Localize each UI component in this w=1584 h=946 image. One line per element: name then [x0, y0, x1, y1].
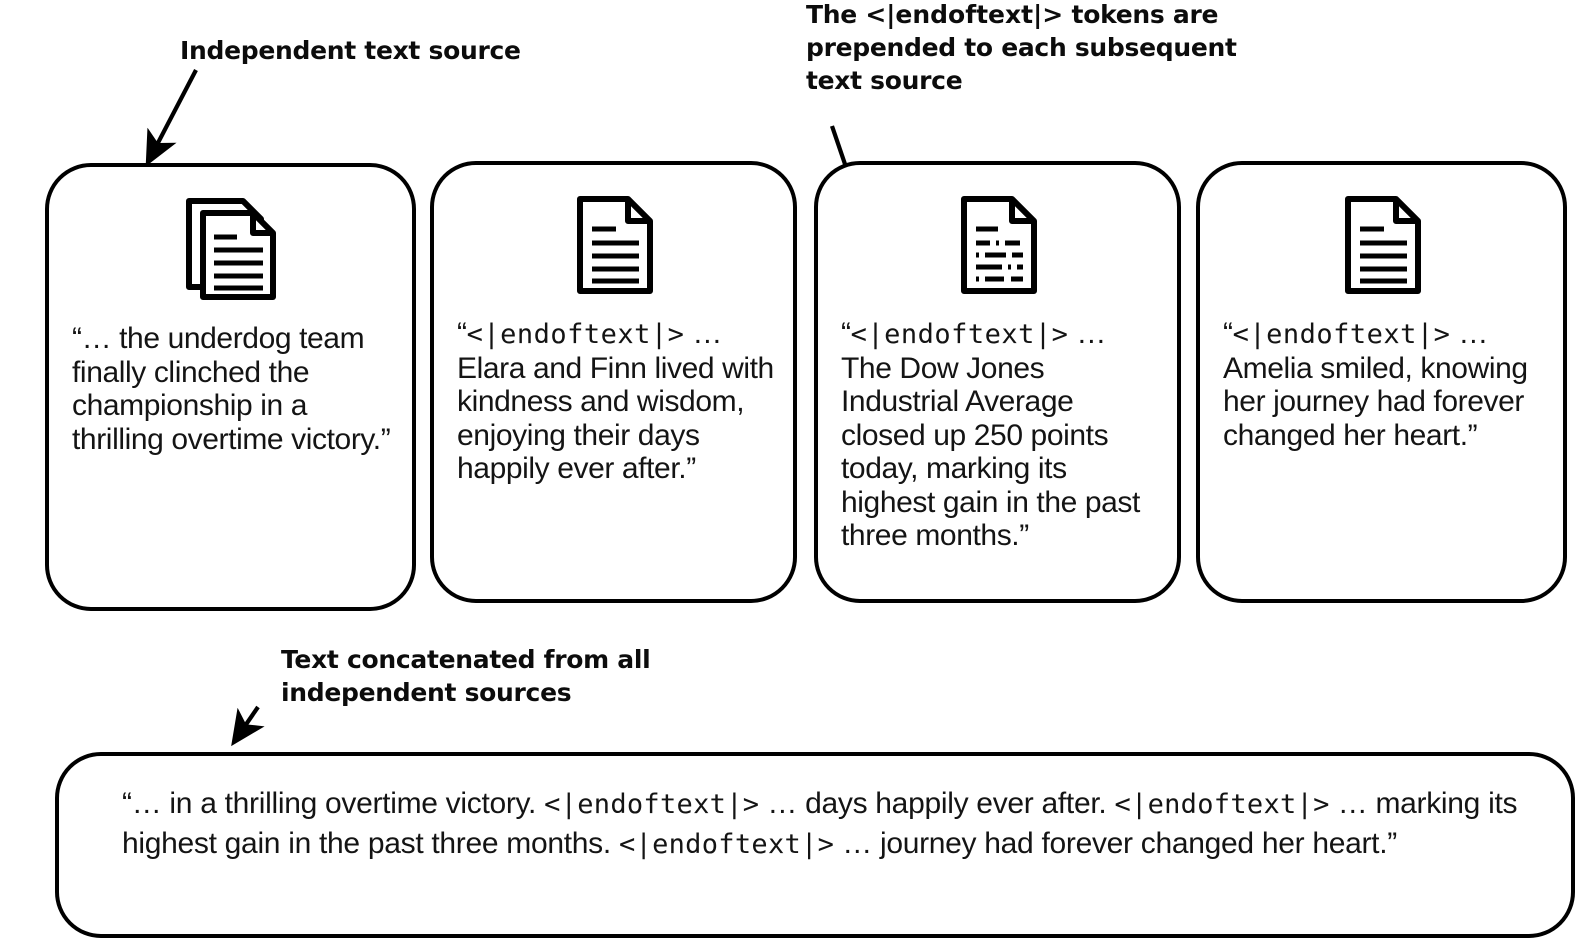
concatenated-text-segment: … journey had forever changed her heart.… [834, 827, 1397, 860]
endoftext-token: <|endoftext|> [1114, 789, 1330, 820]
card-body-text: … Elara and Finn lived with kindness and… [457, 317, 782, 485]
text-source-card[interactable]: “<|endoftext|> … The Dow Jones Industria… [814, 161, 1181, 603]
card-body-text: … Amelia smiled, knowing her journey had… [1223, 317, 1536, 452]
card-quote-open: “ [1223, 317, 1233, 350]
label-independent-text-source: Independent text source [180, 36, 521, 65]
concatenated-text-segment: … marking its highest gain in the past t… [122, 787, 1518, 860]
card-icon-wrap [49, 197, 412, 301]
label-eot-note-prefix: The [806, 0, 866, 29]
text-source-card[interactable]: “<|endoftext|> … Amelia smiled, knowing … [1196, 161, 1567, 603]
card-text: “<|endoftext|> … Elara and Finn lived wi… [457, 317, 779, 486]
document-list-icon [960, 196, 1037, 294]
concatenated-text-box[interactable]: “… in a thrilling overtime victory. <|en… [55, 752, 1575, 938]
card-quote-open: “ [457, 317, 467, 350]
label-eot-note-token: <|endoftext|> [865, 0, 1064, 29]
label-eot-note: The <|endoftext|> tokens are prepended t… [806, 0, 1266, 97]
card-text: “<|endoftext|> … Amelia smiled, knowing … [1223, 317, 1549, 452]
label-eot-note-suffix: tokens are prepended to each subsequent … [806, 0, 1246, 95]
card-icon-wrap [818, 193, 1177, 297]
concatenated-text-segment: “… in a thrilling overtime victory. [122, 787, 545, 820]
concatenated-text: “… in a thrilling overtime victory. <|en… [122, 784, 1531, 864]
endoftext-token: <|endoftext|> [1232, 319, 1451, 350]
text-source-card[interactable]: “<|endoftext|> … Elara and Finn lived wi… [430, 161, 797, 603]
endoftext-token: <|endoftext|> [618, 829, 835, 860]
endoftext-token: <|endoftext|> [850, 319, 1069, 350]
card-text: “… the underdog team finally clinched th… [72, 322, 391, 456]
arrow-concatenated [231, 705, 265, 747]
card-body-text: … The Dow Jones Industrial Average close… [841, 317, 1148, 552]
document-icon [1344, 196, 1421, 294]
label-concatenated-text: Text concatenated from all independent s… [281, 645, 659, 707]
card-icon-wrap [434, 193, 793, 297]
stacked-documents-icon [185, 198, 276, 300]
concatenated-text-segment: … days happily ever after. [759, 787, 1115, 820]
endoftext-token: <|endoftext|> [466, 319, 685, 350]
card-text: “<|endoftext|> … The Dow Jones Industria… [841, 317, 1163, 553]
card-icon-wrap [1200, 193, 1563, 297]
endoftext-token: <|endoftext|> [544, 789, 760, 820]
card-quote-open: “ [841, 317, 851, 350]
document-icon [576, 196, 653, 294]
arrow-independent-source [145, 69, 198, 167]
text-source-card[interactable]: “… the underdog team finally clinched th… [45, 163, 416, 611]
